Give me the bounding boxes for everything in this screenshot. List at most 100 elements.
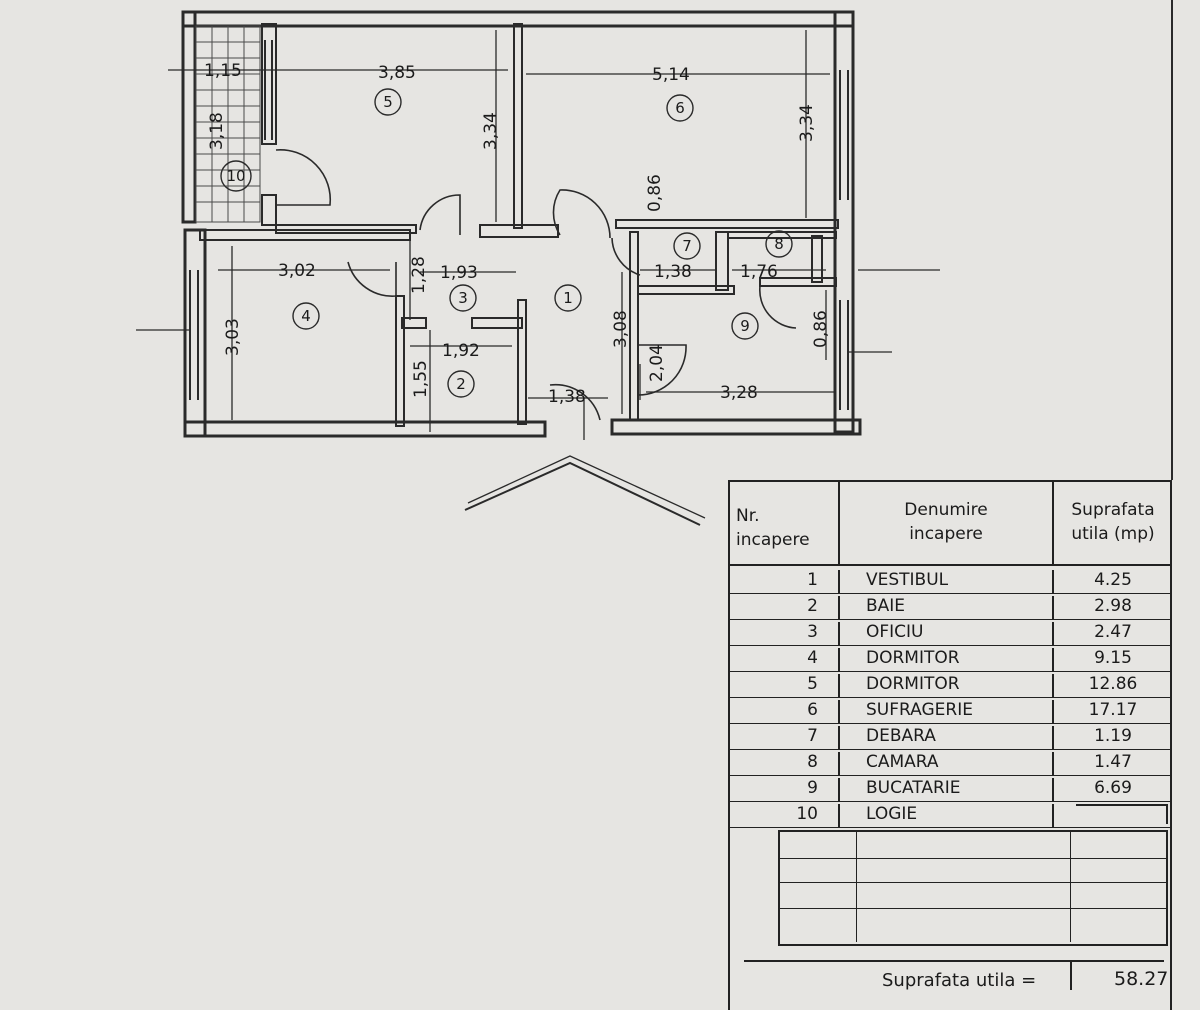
row-room-name: LOGIE <box>840 804 1054 828</box>
blank-area-cell-mark <box>1166 804 1168 824</box>
header-name-line1: Denumire <box>904 500 988 520</box>
dim-pantry-width: 1,76 <box>740 262 778 282</box>
row-room-name: SUFRAGERIE <box>840 700 1054 724</box>
room-number-8: 8 <box>774 235 784 253</box>
wall-bottom-right <box>610 418 862 436</box>
windows <box>136 40 940 410</box>
dim-hall-door: 0,86 <box>645 174 665 212</box>
room-marker-8 <box>765 230 793 258</box>
row-area: 12.86 <box>1088 674 1138 694</box>
row-number: 5 <box>730 674 840 698</box>
row-room-name: DEBARA <box>840 726 1054 750</box>
door-kitchen <box>637 344 687 396</box>
row-area: 2.98 <box>1094 596 1132 616</box>
total-row: Suprafata utila = 58.27 <box>744 960 1168 992</box>
wall-pantry-bottom <box>759 277 837 287</box>
blank-row-line <box>778 908 1166 909</box>
row-number: 6 <box>730 700 840 724</box>
door-pantry <box>758 285 797 329</box>
room-marker-7 <box>673 232 701 260</box>
door-logia <box>275 149 332 206</box>
dim-room6-height: 3,34 <box>797 104 817 142</box>
blank-col-line <box>1070 830 1071 942</box>
room-number-10: 10 <box>226 167 245 185</box>
wall-storage-pantry <box>715 231 729 291</box>
wall-pantry-right <box>811 235 823 283</box>
row-room-name: OFICIU <box>840 622 1054 646</box>
room-number-markers: 1 2 3 4 5 6 7 8 9 10 <box>220 88 793 398</box>
logia-tiles <box>195 25 261 223</box>
blank-col-line <box>856 830 857 942</box>
row-number: 10 <box>730 804 840 828</box>
wall-right <box>833 10 855 434</box>
wall-logia-room5 <box>261 23 277 145</box>
row-area: 2.47 <box>1094 622 1132 642</box>
doors <box>275 149 797 421</box>
row-room-name: VESTIBUL <box>840 570 1054 594</box>
interior-walls <box>199 23 839 427</box>
wall-logia-room5-lower <box>261 194 277 226</box>
dim-kitchen-door: 2,04 <box>647 344 667 382</box>
wall-room4-right <box>395 295 405 427</box>
room-marker-6 <box>666 94 694 122</box>
dim-room5-width: 3,85 <box>378 63 416 83</box>
wall-hall-right <box>629 231 639 421</box>
header-nr-line1: Nr. <box>736 506 760 526</box>
header-area-line1: Suprafata <box>1071 500 1155 520</box>
dim-bath-height: 1,55 <box>411 360 431 398</box>
wall-room6-bottom <box>615 219 839 229</box>
room-marker-10 <box>220 160 252 192</box>
header-area-line2: utila (mp) <box>1071 524 1155 544</box>
room-number-9: 9 <box>740 317 750 335</box>
header-room-number: Nr. incapere <box>730 482 840 566</box>
row-room-name: DORMITOR <box>840 648 1054 672</box>
header-name-line2: incapere <box>909 524 983 544</box>
room-area-table: Nr. incapere Denumire incapere Suprafata… <box>728 480 1172 1010</box>
row-area: 9.15 <box>1094 648 1132 668</box>
door-room4 <box>347 261 397 297</box>
row-number: 9 <box>730 778 840 802</box>
wall-logia-left <box>181 10 197 224</box>
wall-office-bath-right <box>471 317 523 329</box>
dim-bath-width: 1,92 <box>442 341 480 361</box>
wall-room4-top <box>199 229 411 241</box>
wall-bath-right <box>517 299 527 425</box>
header-nr-line2: incapere <box>736 530 810 550</box>
door-storage <box>611 237 641 276</box>
wall-office-bath <box>401 317 427 329</box>
room-marker-1 <box>554 284 582 312</box>
row-area: 6.69 <box>1094 778 1132 798</box>
dim-entry-width: 1,38 <box>548 387 586 407</box>
header-room-name: Denumire incapere <box>840 482 1054 566</box>
room-marker-2 <box>447 370 475 398</box>
wall-bottom-left <box>183 420 547 438</box>
room-number-1: 1 <box>563 289 573 307</box>
blank-row-line <box>778 882 1166 883</box>
row-area: 4.25 <box>1094 570 1132 590</box>
door-room5 <box>419 194 461 235</box>
dim-storage-width: 1,38 <box>654 262 692 282</box>
total-value: 58.27 <box>1114 968 1169 990</box>
dim-logia-height: 3,18 <box>207 112 227 150</box>
dim-hall-height: 3,08 <box>611 310 631 348</box>
entrance-mark <box>464 461 701 526</box>
exterior-walls <box>181 10 862 438</box>
blank-area-cell-mark <box>1076 804 1168 806</box>
wall-room5-bottom-right <box>479 224 559 238</box>
door-room6 <box>552 189 611 239</box>
row-number: 2 <box>730 596 840 620</box>
dimension-lines <box>168 30 836 440</box>
total-divider <box>1070 960 1072 990</box>
room-number-2: 2 <box>456 375 466 393</box>
dim-room5-height: 3,34 <box>481 112 501 150</box>
total-label: Suprafata utila = <box>882 970 1037 991</box>
wall-room5-room6 <box>513 23 523 229</box>
room-number-7: 7 <box>682 237 692 255</box>
